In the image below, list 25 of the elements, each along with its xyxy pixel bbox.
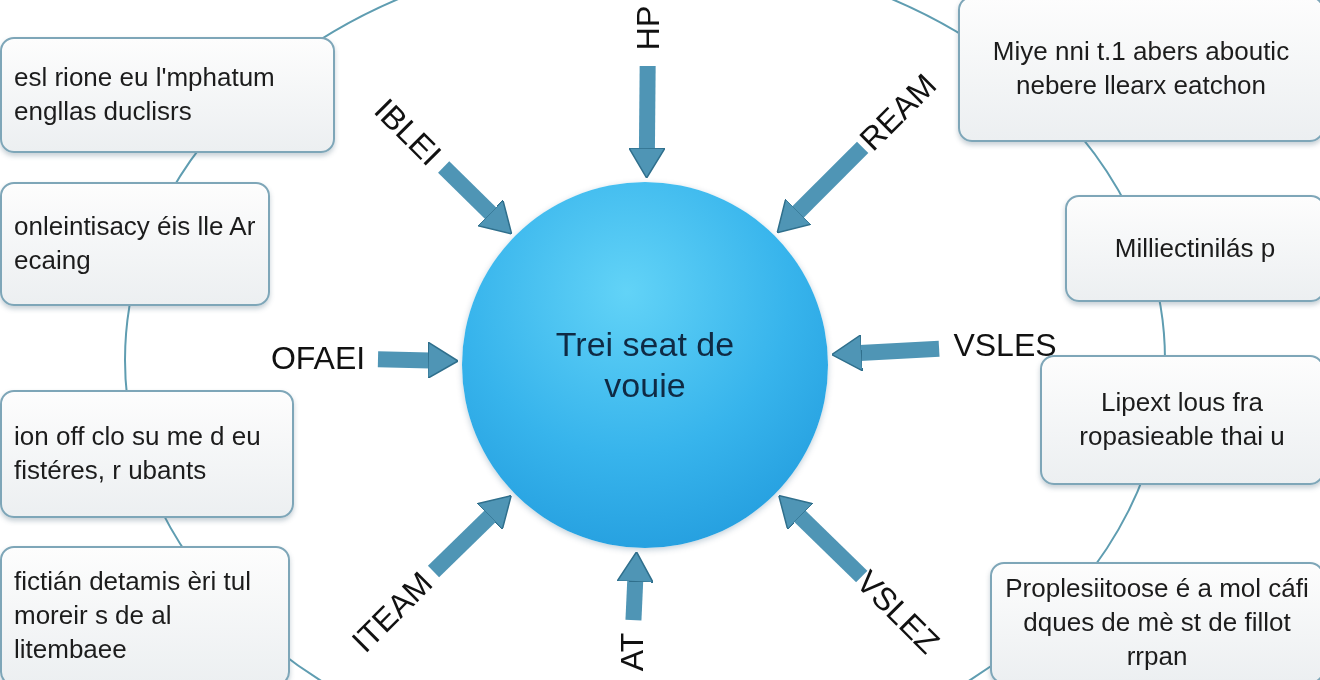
block-arrow xyxy=(616,551,654,621)
hub-title: Trei seat de vouie xyxy=(554,324,736,406)
text-card xyxy=(0,390,294,518)
text-card xyxy=(0,182,270,306)
block-arrow xyxy=(438,161,513,235)
text-card xyxy=(1065,195,1320,302)
text-card xyxy=(0,37,335,153)
block-arrow xyxy=(628,65,666,179)
card-text: Proplesiitoose é a mol cáfi dques de mè st de fillot rrpan xyxy=(1004,572,1310,673)
card-text: Lipext lous fra ropasieable thai u xyxy=(1078,386,1286,453)
text-card xyxy=(958,0,1320,142)
block-arrow xyxy=(776,141,869,234)
block-arrow xyxy=(830,334,940,372)
text-card xyxy=(990,562,1320,680)
text-card xyxy=(0,546,290,680)
card-text: fictián detamis èri tul moreir s de al litembaee xyxy=(14,565,252,666)
card-text: Miye nni t.1 abers aboutic nebere llearx eatchon xyxy=(991,35,1291,102)
block-arrow xyxy=(427,494,512,578)
card-text: esl rione eu l'mphatum engllas duclisrs xyxy=(14,61,276,128)
text-card xyxy=(1040,355,1320,485)
card-text: Milliectinilás p xyxy=(1114,231,1276,265)
block-arrow xyxy=(377,341,459,380)
card-text: onleintisacy éis lle Ar ecaing xyxy=(14,210,256,277)
block-arrow xyxy=(778,494,868,583)
card-text: ion off clo su me d eu fistéres, r ubants xyxy=(14,420,262,487)
